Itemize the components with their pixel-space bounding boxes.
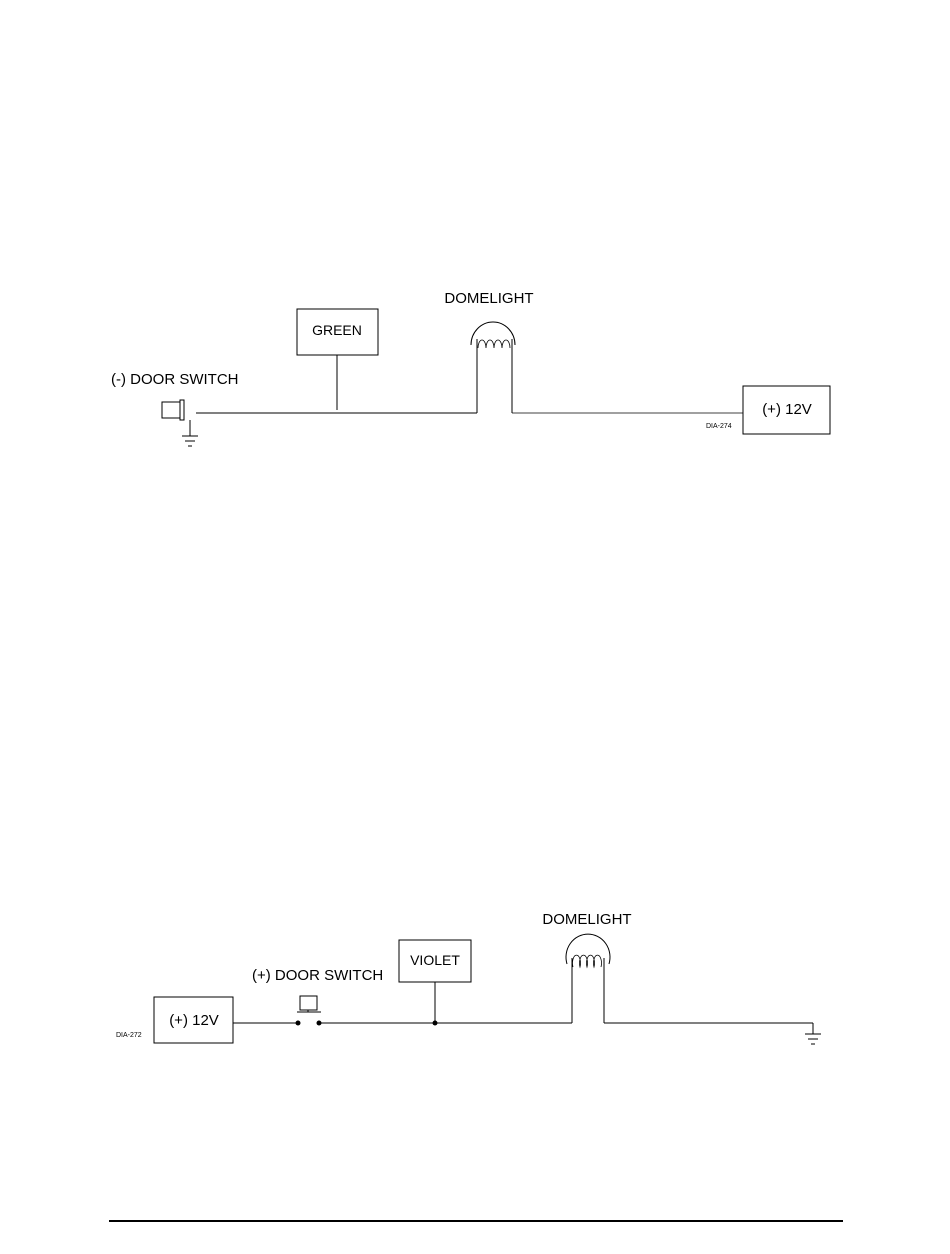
door-switch-icon <box>162 400 190 436</box>
violet-wire-label: VIOLET <box>410 952 460 968</box>
power-12v-label: (+) 12V <box>169 1012 219 1029</box>
domelight-bulb-icon <box>566 934 610 1023</box>
green-wire-label: GREEN <box>312 322 362 338</box>
power-12v-label: (+) 12V <box>762 401 812 418</box>
ground-icon <box>182 436 198 446</box>
domelight-label: DOMELIGHT <box>542 911 631 928</box>
door-switch-label: (-) DOOR SWITCH <box>111 371 238 388</box>
diagram-positive-door-switch: DIA-272 (+) 12V (+) DOOR SWITCH VIOLET D… <box>116 911 821 1044</box>
door-switch-icon <box>296 996 322 1026</box>
door-switch-label: (+) DOOR SWITCH <box>252 967 383 984</box>
diagram-id: DIA-274 <box>706 423 732 430</box>
domelight-bulb-icon <box>471 322 515 413</box>
domelight-label: DOMELIGHT <box>444 290 533 307</box>
junction-dot <box>433 1021 438 1026</box>
ground-icon <box>805 1034 821 1044</box>
diagram-negative-door-switch: (-) DOOR SWITCH GREEN DOMELIGHT <box>111 290 830 446</box>
diagram-id: DIA-272 <box>116 1032 142 1039</box>
